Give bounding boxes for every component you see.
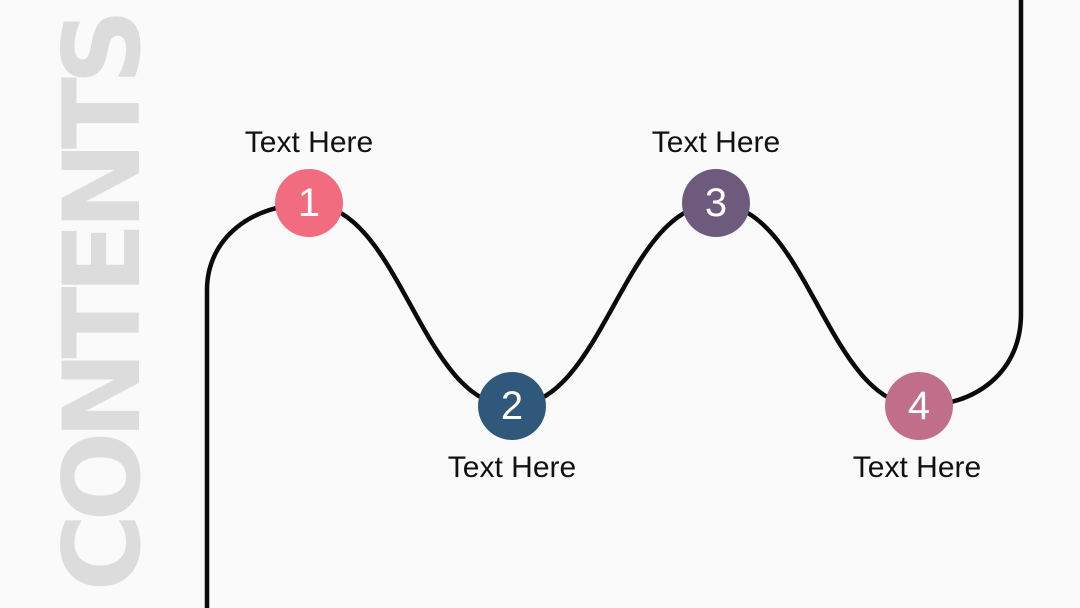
step-label-4[interactable]: Text Here bbox=[852, 451, 982, 484]
step-marker-3[interactable]: 3 bbox=[682, 169, 750, 237]
step-label-3[interactable]: Text Here bbox=[651, 126, 781, 159]
step-label-1[interactable]: Text Here bbox=[244, 126, 374, 159]
step-number-3: 3 bbox=[704, 181, 728, 225]
step-number-1: 1 bbox=[297, 181, 321, 225]
step-marker-1[interactable]: 1 bbox=[275, 169, 343, 237]
step-marker-2[interactable]: 2 bbox=[478, 372, 546, 440]
step-label-2[interactable]: Text Here bbox=[447, 451, 577, 484]
step-number-4: 4 bbox=[907, 384, 931, 428]
step-marker-4[interactable]: 4 bbox=[885, 372, 953, 440]
curve-path bbox=[204, 0, 1024, 608]
step-number-2: 2 bbox=[500, 384, 524, 428]
